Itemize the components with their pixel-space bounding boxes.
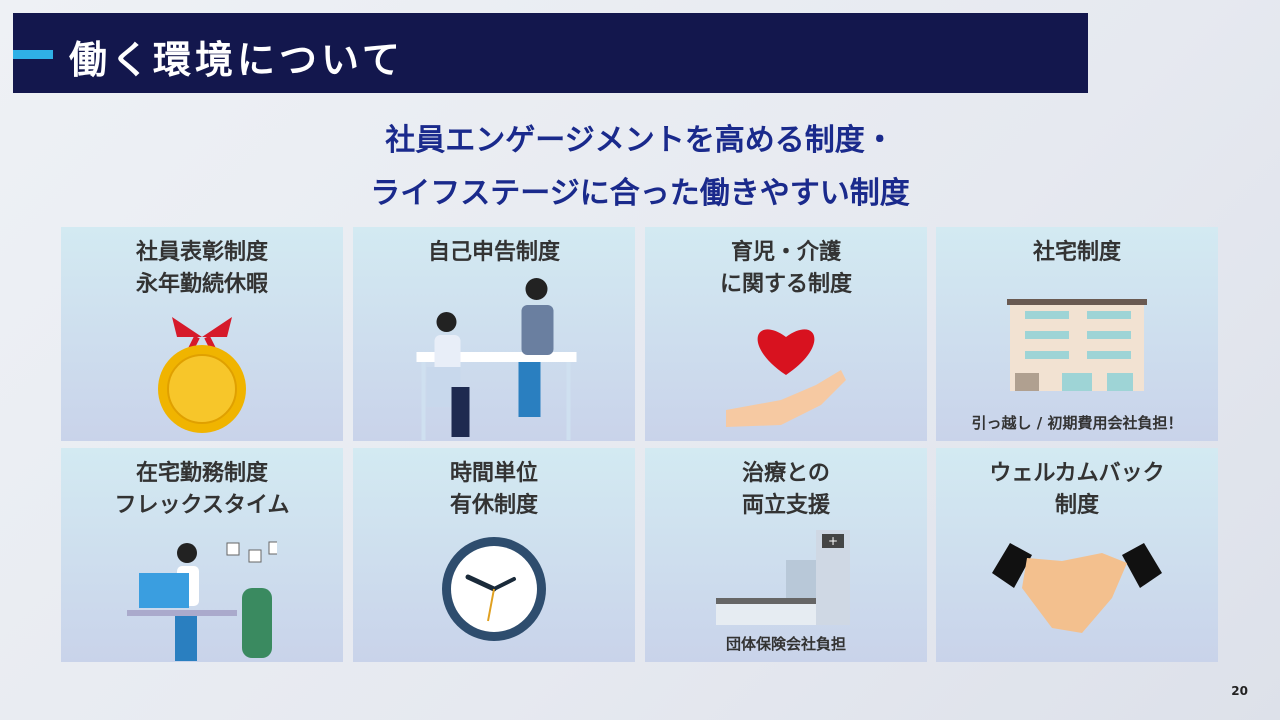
card-title: 自己申告制度 <box>427 240 560 265</box>
card-remote: 在宅勤務制度フレックスタイム <box>61 448 343 662</box>
hospital-icon: + <box>716 530 850 625</box>
card-title: 制度 <box>1054 493 1099 518</box>
card-treatment: 治療との両立支援 + 団体保険会社負担 <box>645 448 927 662</box>
clock-icon <box>442 537 546 641</box>
meeting-icon <box>416 278 577 440</box>
apartment-icon <box>1007 299 1147 391</box>
card-welcome-back: ウェルカムバック制度 <box>936 448 1218 662</box>
card-title: 有休制度 <box>449 493 538 518</box>
card-self-report: 自己申告制度 <box>353 227 635 441</box>
housing-note: 引っ越し / 初期費用会社負担！ <box>971 414 1183 432</box>
card-title: 時間単位 <box>449 461 538 486</box>
page-number: 20 <box>1231 684 1248 698</box>
svg-text:+: + <box>828 534 838 548</box>
card-title: 在宅勤務制度 <box>135 461 268 486</box>
card-title: 永年勤続休暇 <box>135 272 268 297</box>
card-title: 治療との <box>742 461 830 486</box>
heart-hand-icon <box>726 329 846 427</box>
title-accent <box>13 50 53 59</box>
card-title: に関する制度 <box>719 272 852 297</box>
remote-work-icon <box>127 541 277 661</box>
subtitle-line2: ライフステージに合った働きやすい制度 <box>370 176 910 211</box>
card-title: フレックスタイム <box>114 493 290 518</box>
subtitle-line1: 社員エンゲージメントを高める制度・ <box>385 123 895 158</box>
card-title: 社宅制度 <box>1032 240 1121 265</box>
card-childcare: 育児・介護に関する制度 <box>645 227 927 441</box>
card-title: 育児・介護 <box>730 240 841 265</box>
card-title: 社員表彰制度 <box>135 240 268 265</box>
title-bar: 働く環境について <box>13 13 1088 93</box>
card-award: 社員表彰制度永年勤続休暇 <box>61 227 343 441</box>
medal-icon <box>158 317 246 433</box>
card-title: 両立支援 <box>741 493 830 518</box>
card-title: ウェルカムバック <box>989 461 1165 486</box>
card-housing: 社宅制度 引っ越し / 初期費用会社負担！ <box>936 227 1218 441</box>
handshake-icon <box>992 543 1162 633</box>
page-title: 働く環境について <box>69 38 404 82</box>
card-hourly-leave: 時間単位有休制度 <box>353 448 635 662</box>
treatment-note: 団体保険会社負担 <box>725 635 846 653</box>
